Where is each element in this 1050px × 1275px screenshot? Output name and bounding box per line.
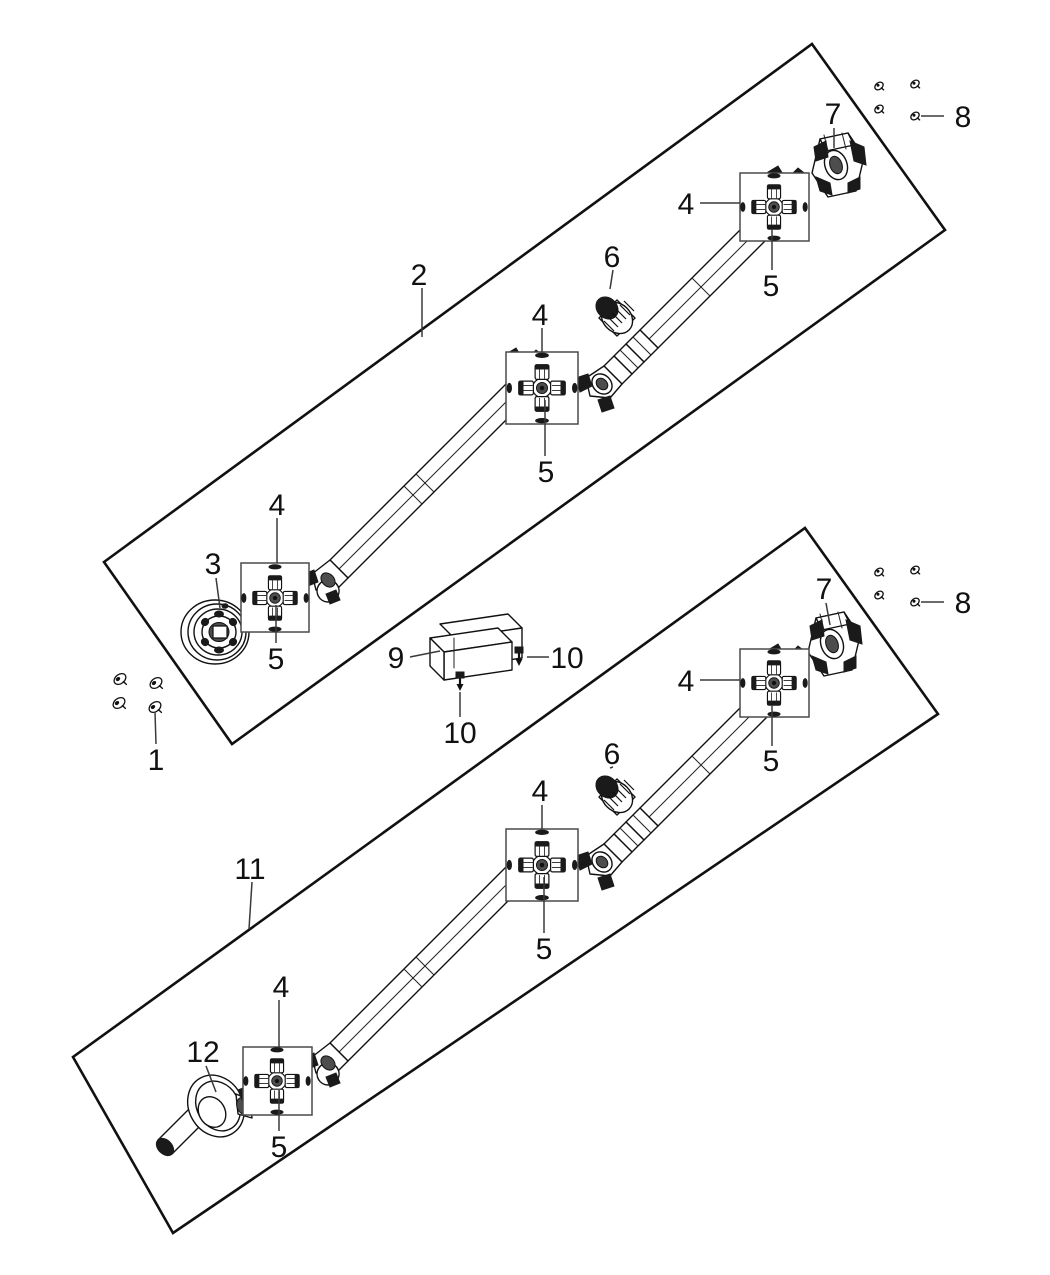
callout-2: 2 — [411, 259, 428, 292]
callout-9: 9 — [388, 642, 405, 675]
callout-5-c: 5 — [763, 270, 780, 303]
callout-6-a: 6 — [604, 241, 621, 274]
lower-dust-boot[interactable] — [590, 770, 640, 820]
upper-dust-boot[interactable] — [590, 291, 640, 341]
callout-3: 3 — [205, 548, 222, 581]
callout-5-b: 5 — [538, 456, 555, 489]
lower-assembly-group[interactable] — [71, 526, 940, 1235]
callout-labels: 1 2 3 4 5 4 5 4 5 6 7 8 9 10 10 11 12 4 … — [148, 98, 972, 1164]
callout-8-a: 8 — [955, 101, 972, 134]
flange-bolt-set[interactable] — [110, 670, 165, 716]
callout-5-e: 5 — [536, 933, 553, 966]
ujoint-inset-upper-left[interactable] — [240, 562, 310, 633]
upper-assembly-outline — [102, 42, 947, 746]
callout-4-f: 4 — [678, 665, 695, 698]
lower-slip-yoke[interactable] — [807, 611, 863, 677]
callout-12: 12 — [186, 1036, 219, 1069]
upper-companion-flange[interactable] — [180, 599, 250, 665]
callout-7-a: 7 — [825, 98, 842, 131]
ujoint-inset-upper-right[interactable] — [739, 172, 810, 242]
callout-4-d: 4 — [273, 971, 290, 1004]
slip-shaft-stub[interactable] — [152, 1064, 257, 1160]
ujoint-inset-lower-left[interactable] — [242, 1046, 313, 1116]
center-bearing-bracket[interactable] — [429, 613, 523, 681]
callout-1: 1 — [148, 744, 165, 777]
ujoint-inset-upper-mid[interactable] — [505, 351, 579, 425]
bracket-bolt-bottom[interactable] — [454, 670, 466, 693]
callout-10-b: 10 — [443, 717, 476, 750]
callout-5-a: 5 — [268, 643, 285, 676]
callout-4-a: 4 — [269, 489, 286, 522]
callout-4-b: 4 — [532, 299, 549, 332]
ujoint-inset-lower-right[interactable] — [739, 648, 810, 718]
callout-5-d: 5 — [271, 1131, 288, 1164]
callout-7-b: 7 — [816, 573, 833, 606]
callout-8-b: 8 — [955, 587, 972, 620]
callout-5-f: 5 — [763, 745, 780, 778]
callout-11: 11 — [234, 853, 265, 886]
upper-assembly-group[interactable] — [102, 42, 947, 746]
callout-6-b: 6 — [604, 738, 621, 771]
ujoint-inset-lower-mid[interactable] — [505, 828, 579, 902]
lower-yoke-bolt-set[interactable] — [872, 563, 922, 609]
upper-slip-yoke[interactable] — [811, 132, 867, 198]
lower-assembly-outline — [71, 526, 940, 1235]
callout-4-e: 4 — [532, 775, 549, 808]
callout-4-c: 4 — [678, 188, 695, 221]
callout-10-a: 10 — [550, 642, 583, 675]
upper-yoke-bolt-set[interactable] — [872, 77, 922, 123]
leader-lines — [154, 115, 944, 1131]
